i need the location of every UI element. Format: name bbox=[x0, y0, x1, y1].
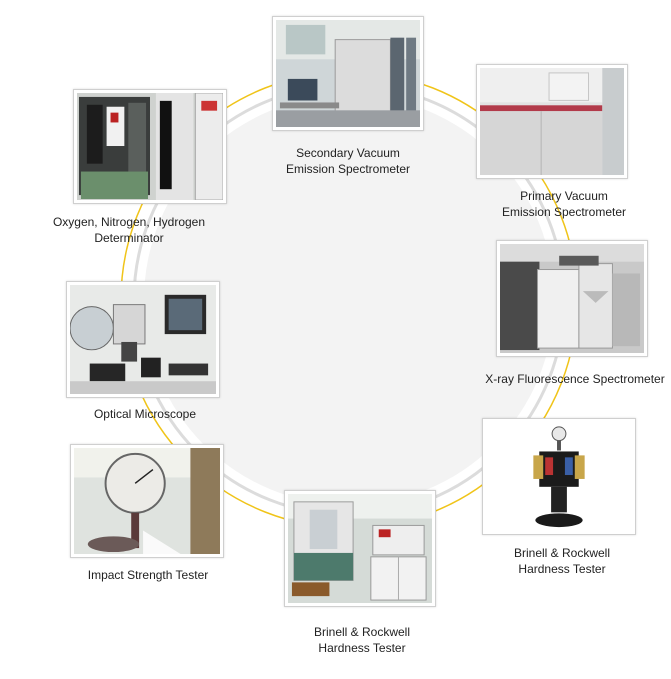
hardness-right-photo bbox=[482, 418, 636, 535]
xrf-photo bbox=[496, 240, 648, 357]
primary-vacuum-label: Primary Vacuum Emission Spectrometer bbox=[501, 189, 627, 219]
primary-vacuum-photo bbox=[476, 64, 628, 179]
onh-photo bbox=[73, 89, 227, 204]
secondary-vacuum-label: Secondary Vacuum Emission Spectrometer bbox=[285, 146, 411, 176]
microscope-label: Optical Microscope bbox=[93, 407, 197, 421]
secondary-vacuum-photo bbox=[272, 16, 424, 131]
xrf-label: X-ray Fluorescence Spectrometer bbox=[485, 372, 665, 386]
impact-label: Impact Strength Tester bbox=[87, 568, 209, 582]
hardness-bottom-photo bbox=[284, 490, 436, 607]
impact-photo bbox=[70, 444, 224, 558]
hardness-bottom-label: Brinell & Rockwell Hardness Tester bbox=[313, 625, 411, 655]
onh-label: Oxygen, Nitrogen, Hydrogen Determinator bbox=[52, 215, 206, 245]
microscope-photo bbox=[66, 281, 220, 398]
hardness-right-label: Brinell & Rockwell Hardness Tester bbox=[513, 546, 611, 576]
